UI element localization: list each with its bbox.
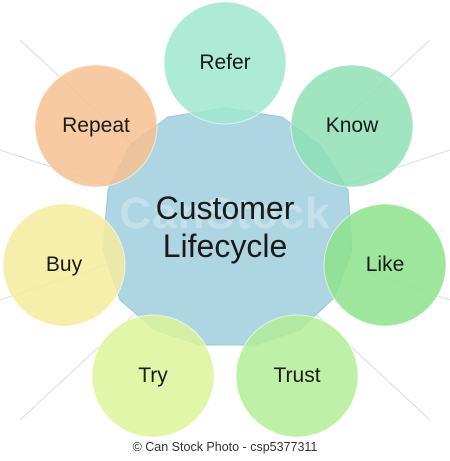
center-title-line1: Customer <box>155 190 295 226</box>
stage-circle-buy <box>2 203 126 327</box>
stage-circle-repeat <box>34 64 158 188</box>
stage-label-refer: Refer <box>199 51 251 74</box>
stage-label-repeat: Repeat <box>62 114 130 137</box>
center-title-line2: Lifecycle <box>162 228 288 264</box>
stage-circle-know <box>290 64 414 188</box>
photo-credit: © Can Stock Photo - csp5377311 <box>132 440 318 454</box>
stage-label-buy: Buy <box>45 253 83 276</box>
stage-label-like: Like <box>365 253 405 276</box>
stage-label-trust: Trust <box>273 364 321 387</box>
stage-circle-trust <box>235 314 359 438</box>
stage-circle-try <box>91 314 215 438</box>
center-title: Customer Lifecycle <box>156 189 295 265</box>
stage-label-know: Know <box>325 114 379 137</box>
stage-circle-like <box>323 203 447 327</box>
stage-circle-refer <box>163 1 287 125</box>
watermark-text: CanStock <box>119 189 331 238</box>
stage-label-try: Try <box>138 364 168 387</box>
